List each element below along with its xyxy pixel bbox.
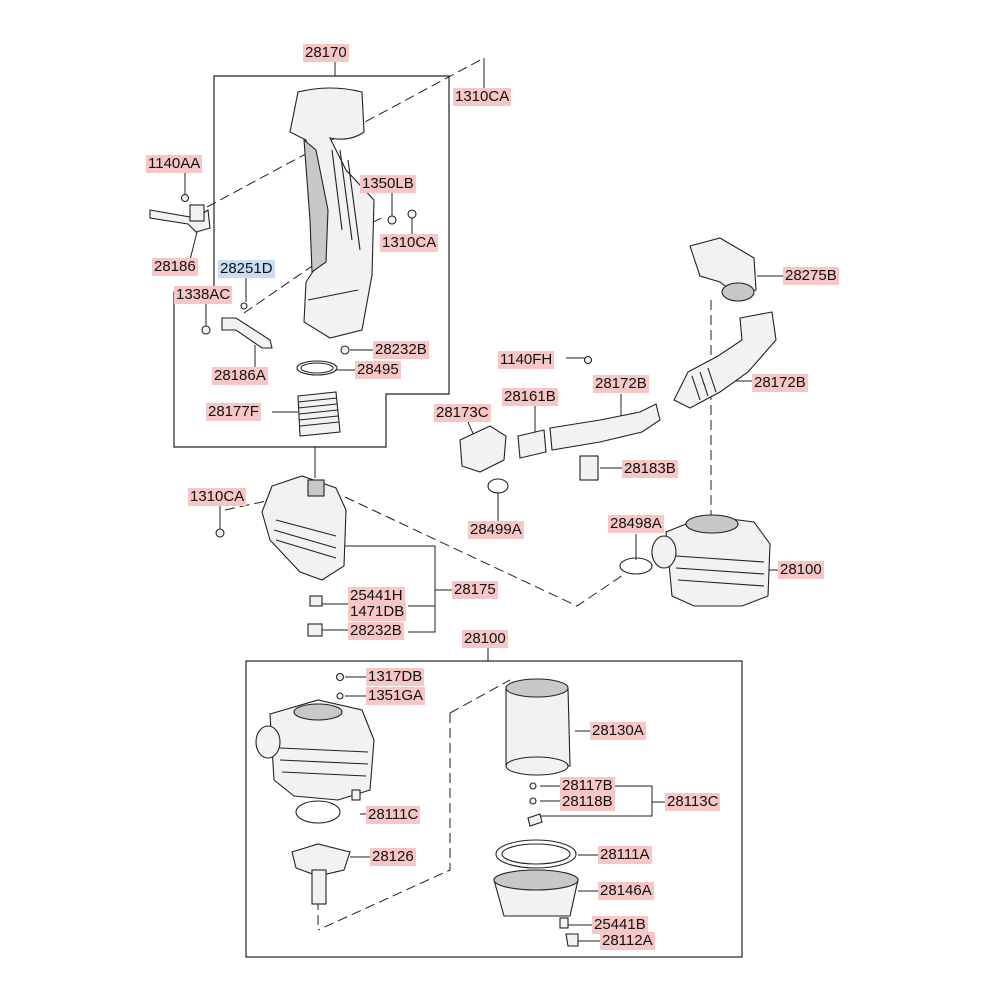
- label-25441B[interactable]: 25441B: [592, 916, 648, 934]
- snorkel-duct: [289, 87, 375, 339]
- label-28495[interactable]: 28495: [355, 361, 401, 379]
- bracket-28186A: [221, 317, 273, 349]
- elbow-28173C: [459, 425, 507, 473]
- label-1471DB[interactable]: 1471DB: [348, 603, 407, 621]
- label-1350LB[interactable]: 1350LB: [360, 175, 416, 193]
- label-28117B[interactable]: 28117B: [560, 777, 615, 795]
- label-28175[interactable]: 28175: [452, 581, 498, 599]
- flange-28126: [291, 843, 351, 877]
- label-28170[interactable]: 28170: [303, 44, 349, 62]
- label-1351GA[interactable]: 1351GA: [366, 687, 426, 705]
- label-28275B[interactable]: 28275B: [783, 267, 839, 285]
- label-1317DB[interactable]: 1317DB: [366, 668, 425, 686]
- pipe-28172B: [549, 403, 661, 451]
- label-28113C[interactable]: 28113C: [665, 793, 721, 811]
- label-1338AC[interactable]: 1338AC: [174, 286, 233, 304]
- label-28183B[interactable]: 28183B: [622, 460, 678, 478]
- label-28172B-a[interactable]: 28172B: [593, 375, 649, 393]
- label-1310CA-low[interactable]: 1310CA: [188, 488, 247, 506]
- label-28161B[interactable]: 28161B: [502, 388, 558, 406]
- label-28232B-top[interactable]: 28232B: [373, 341, 429, 359]
- label-1310CA-top[interactable]: 1310CA: [453, 88, 512, 106]
- label-28186[interactable]: 28186: [152, 258, 198, 276]
- label-28118B[interactable]: 28118B: [560, 793, 615, 811]
- label-28186A[interactable]: 28186A: [212, 367, 268, 385]
- label-28498A[interactable]: 28498A: [608, 515, 664, 533]
- label-1140FH[interactable]: 1140FH: [498, 351, 555, 369]
- label-25441H[interactable]: 25441H: [348, 587, 405, 605]
- hose-28172B: [673, 311, 777, 409]
- label-28499A[interactable]: 28499A: [468, 521, 524, 539]
- filter-28130A: [505, 687, 571, 767]
- label-28111C[interactable]: 28111C: [366, 806, 421, 824]
- label-28172B-b[interactable]: 28172B: [752, 374, 808, 392]
- label-1140AA[interactable]: 1140AA: [146, 155, 203, 173]
- label-28232B-low[interactable]: 28232B: [348, 622, 404, 640]
- coupler-28161B: [517, 429, 547, 459]
- label-28100-box[interactable]: 28100: [462, 630, 508, 648]
- label-28251D[interactable]: 28251D: [218, 260, 275, 278]
- label-1310CA-mid[interactable]: 1310CA: [380, 234, 439, 252]
- label-28111A[interactable]: 28111A: [598, 846, 652, 864]
- label-28130A[interactable]: 28130A: [590, 722, 646, 740]
- label-28146A[interactable]: 28146A: [598, 882, 654, 900]
- label-28112A[interactable]: 28112A: [600, 932, 655, 950]
- label-28177F[interactable]: 28177F: [206, 403, 261, 421]
- label-28100-right[interactable]: 28100: [778, 561, 824, 579]
- group-box-28100: [245, 660, 743, 958]
- label-28126[interactable]: 28126: [370, 848, 416, 866]
- label-28173C[interactable]: 28173C: [434, 404, 491, 422]
